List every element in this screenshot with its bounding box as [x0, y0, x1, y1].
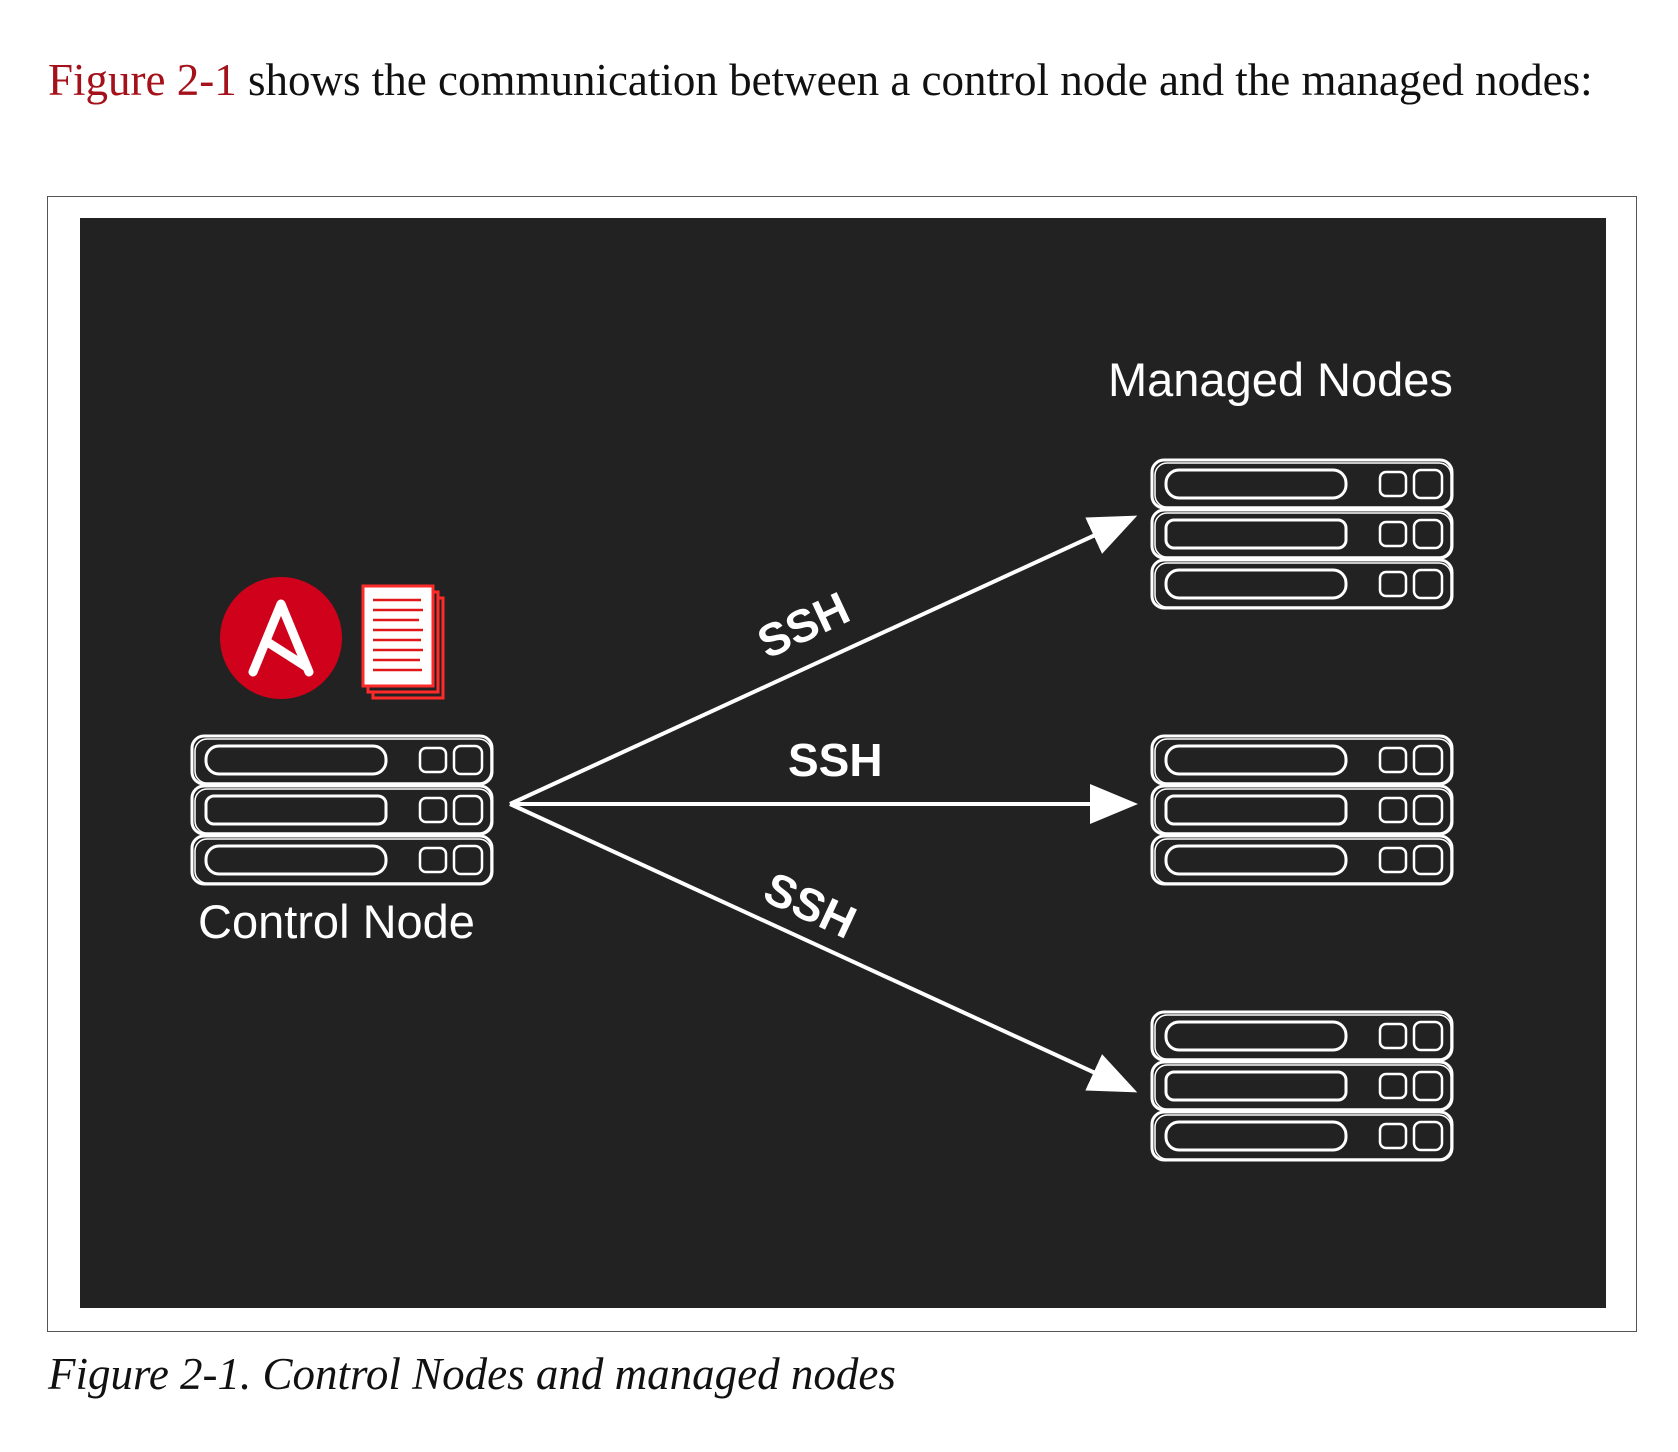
control-node-server-icon	[190, 734, 494, 886]
managed-node-server-icon	[1150, 734, 1454, 886]
managed-node-server-icon	[1150, 1010, 1454, 1162]
managed-node-server-icon	[1150, 458, 1454, 610]
ansible-logo-icon	[220, 577, 342, 699]
figure-caption: Figure 2-1. Control Nodes and managed no…	[48, 1349, 896, 1399]
diagram-figure: Managed Nodes Control Node SSH SSH SSH	[80, 218, 1606, 1308]
ssh-arrow-top	[509, 515, 1138, 806]
control-node-label: Control Node	[198, 895, 475, 948]
intro-text: shows the communication between a contro…	[236, 55, 1593, 105]
playbook-document-icon	[361, 584, 445, 700]
intro-paragraph: Figure 2-1 shows the communication betwe…	[48, 52, 1636, 109]
figure-reference-link[interactable]: Figure 2-1	[48, 55, 237, 105]
managed-nodes-label: Managed Nodes	[1108, 353, 1453, 406]
diagram-graphics	[190, 458, 1454, 1162]
ssh-label-middle: SSH	[788, 734, 883, 786]
ssh-arrow-bottom	[509, 802, 1138, 1093]
